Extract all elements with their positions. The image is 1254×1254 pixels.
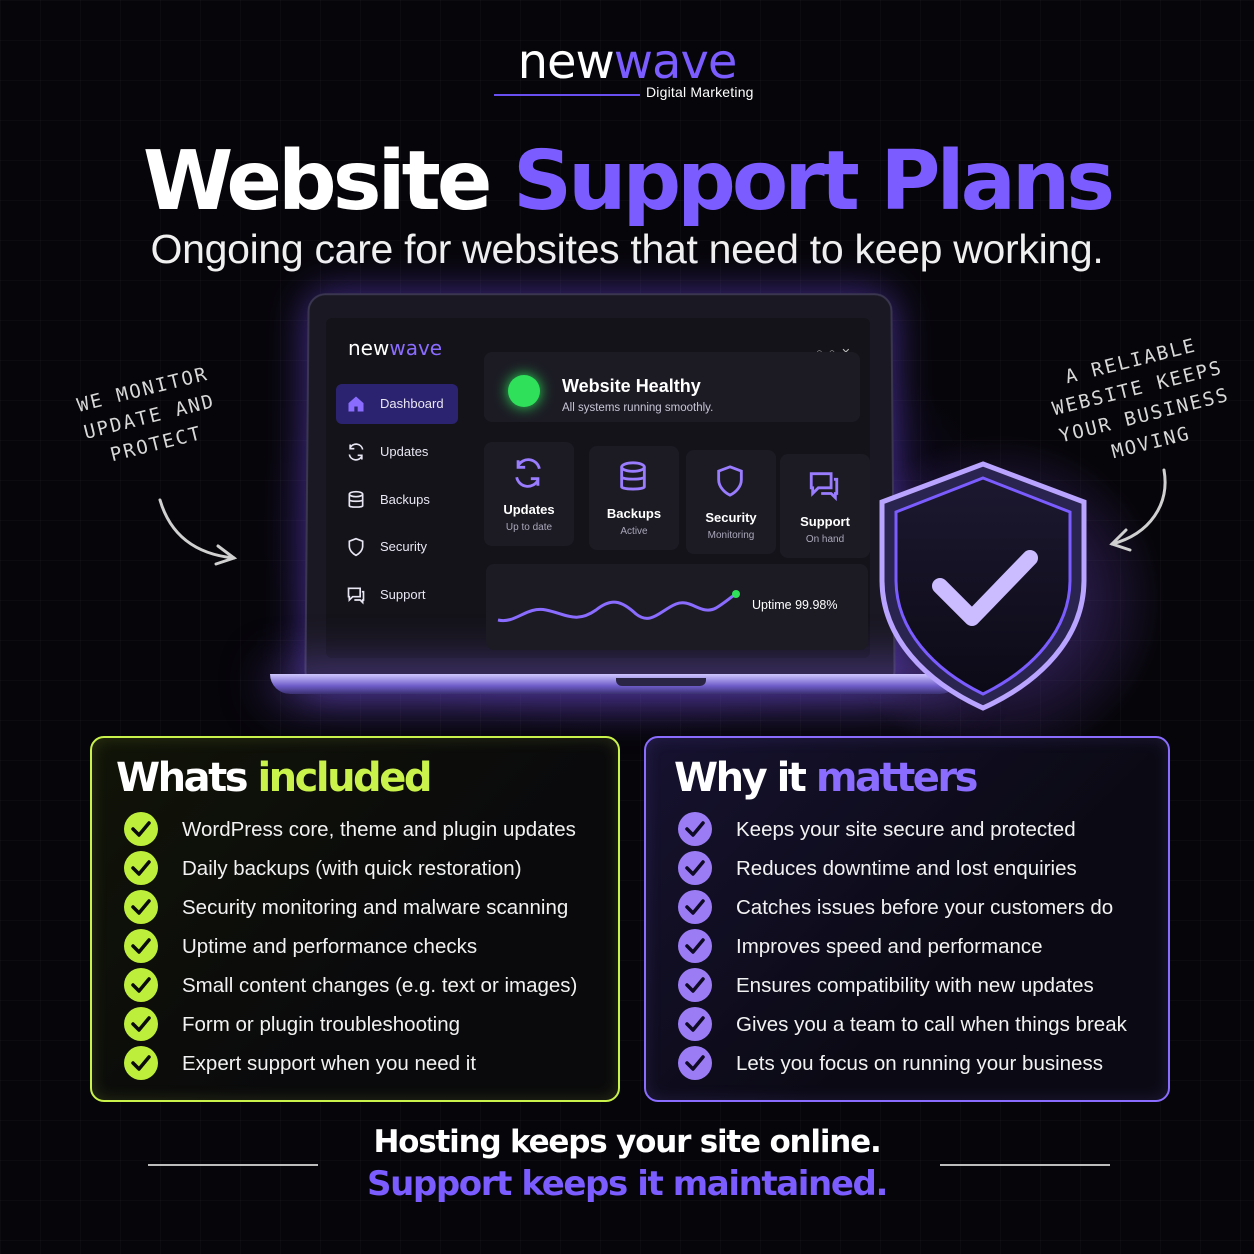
list-item-text: Improves speed and performance [736, 935, 1043, 958]
check-icon [124, 929, 158, 963]
refresh-icon [515, 458, 541, 488]
matters-title: Why it matters [674, 750, 979, 806]
tile-backups[interactable]: Backups Active [589, 446, 679, 550]
health-card [484, 352, 860, 422]
brand-logo: newwave Digital Marketing [0, 34, 1254, 100]
included-title-part-1: Whats [116, 755, 249, 801]
sidebar-item-label: Updates [380, 444, 429, 459]
sidebar-item-dashboard[interactable]: Dashboard [336, 384, 458, 424]
included-title-part-2: included [257, 755, 432, 801]
check-icon [678, 929, 712, 963]
note-monitor: We monitor update and protect [74, 362, 218, 467]
footer-line-1: Hosting keeps your site online. [373, 1124, 881, 1160]
list-item-text: Keeps your site secure and protected [736, 818, 1076, 841]
list-item-text: Form or plugin troubleshooting [182, 1013, 461, 1036]
status-indicator [508, 375, 540, 407]
matters-panel: Why it matters Keeps your site secure an… [644, 736, 1170, 1102]
check-icon [678, 851, 712, 885]
uptime-sparkline [497, 590, 740, 623]
page-title: Website Support Plans [0, 132, 1254, 232]
uptime-label: Uptime 99.98% [752, 598, 838, 612]
tile-title: Updates [503, 502, 555, 517]
sidebar-item-label: Dashboard [380, 396, 444, 411]
refresh-icon [348, 443, 364, 461]
home-icon [348, 396, 364, 412]
logo-rule [494, 94, 640, 96]
dashboard-logo-new: new [348, 336, 390, 360]
database-icon [348, 490, 364, 508]
tile-status: Active [620, 526, 648, 537]
footer-divider-right [940, 1164, 1110, 1166]
list-item-text: Daily backups (with quick restoration) [182, 857, 522, 880]
check-icon [124, 812, 158, 846]
check-icon [678, 890, 712, 924]
logo-tagline: Digital Marketing [646, 84, 754, 100]
check-icon [678, 1007, 712, 1041]
check-icon [678, 968, 712, 1002]
list-item-text: Uptime and performance checks [182, 935, 478, 958]
title-part-2: Support Plans [513, 134, 1115, 229]
database-icon [620, 461, 646, 491]
check-icon [678, 812, 712, 846]
tile-status: Monitoring [707, 530, 755, 541]
sidebar-item-backups[interactable]: Backups [336, 480, 458, 520]
list-item-text: Ensures compatibility with new updates [736, 974, 1094, 997]
list-item-text: Gives you a team to call when things bre… [736, 1013, 1127, 1036]
included-panel: Whats included WordPress core, theme and… [90, 736, 620, 1102]
footer-divider-left [148, 1164, 318, 1166]
dashboard-logo: newwave [348, 336, 442, 360]
check-icon [124, 851, 158, 885]
shield-check-icon [879, 461, 1087, 711]
check-icon [124, 1007, 158, 1041]
tile-title: Support [800, 514, 850, 529]
sidebar-item-updates[interactable]: Updates [336, 432, 458, 472]
tile-title: Backups [606, 506, 662, 521]
list-item-text: Small content changes (e.g. text or imag… [182, 974, 578, 997]
tile-updates[interactable]: Updates Up to date [484, 442, 574, 546]
dashboard-logo-wave: wave [389, 336, 443, 360]
health-subtitle: All systems running smoothly. [562, 402, 714, 414]
title-part-1: Website [142, 134, 493, 229]
sidebar-item-security[interactable]: Security [336, 527, 458, 567]
uptime-card [486, 564, 868, 650]
list-item-text: Lets you focus on running your business [736, 1052, 1103, 1075]
uptime-point [732, 590, 740, 598]
health-title: Website Healthy [562, 376, 701, 396]
tile-status: Up to date [505, 522, 553, 533]
check-icon [124, 890, 158, 924]
sidebar-item-label: Security [380, 539, 427, 554]
matters-title-part-1: Why it [674, 755, 807, 801]
check-icon [124, 968, 158, 1002]
shield-icon [348, 537, 364, 557]
shield-icon [717, 465, 743, 497]
tile-support[interactable]: Support On hand [780, 454, 870, 558]
check-icon [678, 1046, 712, 1080]
note-reliable: A reliable website keeps your business m… [1050, 334, 1232, 464]
chat-icon [809, 472, 839, 502]
laptop-notch [616, 678, 706, 686]
list-item-text: Security monitoring and malware scanning [182, 896, 569, 919]
sidebar-item-label: Backups [380, 492, 430, 507]
tile-security[interactable]: Security Monitoring [686, 450, 776, 554]
arrow-icon [1109, 468, 1167, 552]
page-subtitle: Ongoing care for websites that need to k… [150, 226, 1104, 272]
list-item-text: WordPress core, theme and plugin updates [182, 818, 576, 841]
arrow-icon [158, 498, 238, 566]
tile-status: On hand [805, 534, 845, 545]
footer-line-2: Support keeps it maintained. [367, 1164, 888, 1204]
sidebar-item-label: Support [380, 587, 426, 602]
laptop-base [270, 674, 960, 694]
sidebar-item-support[interactable]: Support [336, 575, 458, 615]
matters-title-part-2: matters [815, 755, 979, 801]
included-title: Whats included [116, 750, 432, 806]
logo-word-wave: wave [613, 34, 738, 90]
check-icon [124, 1046, 158, 1080]
tile-title: Security [705, 510, 757, 525]
chat-icon [347, 587, 365, 605]
logo-word-new: new [517, 34, 615, 90]
list-item-text: Reduces downtime and lost enquiries [736, 857, 1077, 880]
list-item-text: Expert support when you need it [182, 1052, 477, 1075]
list-item-text: Catches issues before your customers do [736, 896, 1114, 919]
